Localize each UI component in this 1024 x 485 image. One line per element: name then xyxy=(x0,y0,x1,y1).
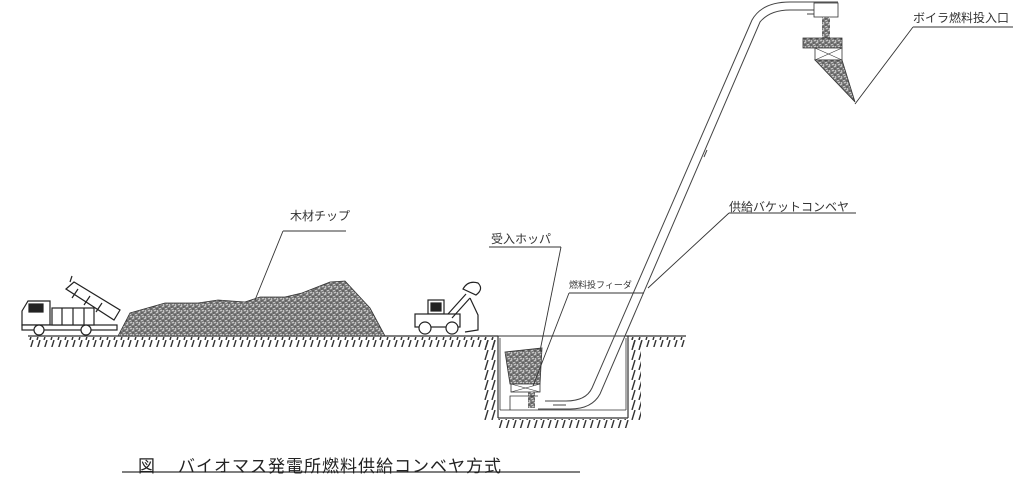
figure-title: バイオマス発電所燃料供給コンベヤ方式 xyxy=(178,457,502,477)
receiving-pit xyxy=(484,335,641,428)
label-wood-chips: 木材チップ xyxy=(290,209,351,223)
receiving-hopper xyxy=(504,347,543,410)
bucket-conveyor xyxy=(538,1,838,410)
figure-caption: 図 バイオマス発電所燃料供給コンベヤ方式 xyxy=(138,452,502,477)
boiler-inlet-chute xyxy=(802,2,856,103)
label-receiving-hopper: 受入ホッパ xyxy=(491,232,552,246)
leader-lines xyxy=(254,26,1013,387)
ground-left xyxy=(28,335,498,347)
label-boiler-inlet: ボイラ燃料投入口 xyxy=(913,11,1010,25)
ground-right xyxy=(626,335,686,347)
wheel-loader xyxy=(414,281,482,335)
figure-prefix: 図 xyxy=(138,457,156,477)
wood-chip-pile xyxy=(117,280,386,337)
label-fuel-feeder: 燃料投フィーダ xyxy=(569,281,632,291)
label-supply-bucket-conveyor: 供給バケットコンベヤ xyxy=(729,200,850,214)
dump-truck xyxy=(21,275,121,336)
